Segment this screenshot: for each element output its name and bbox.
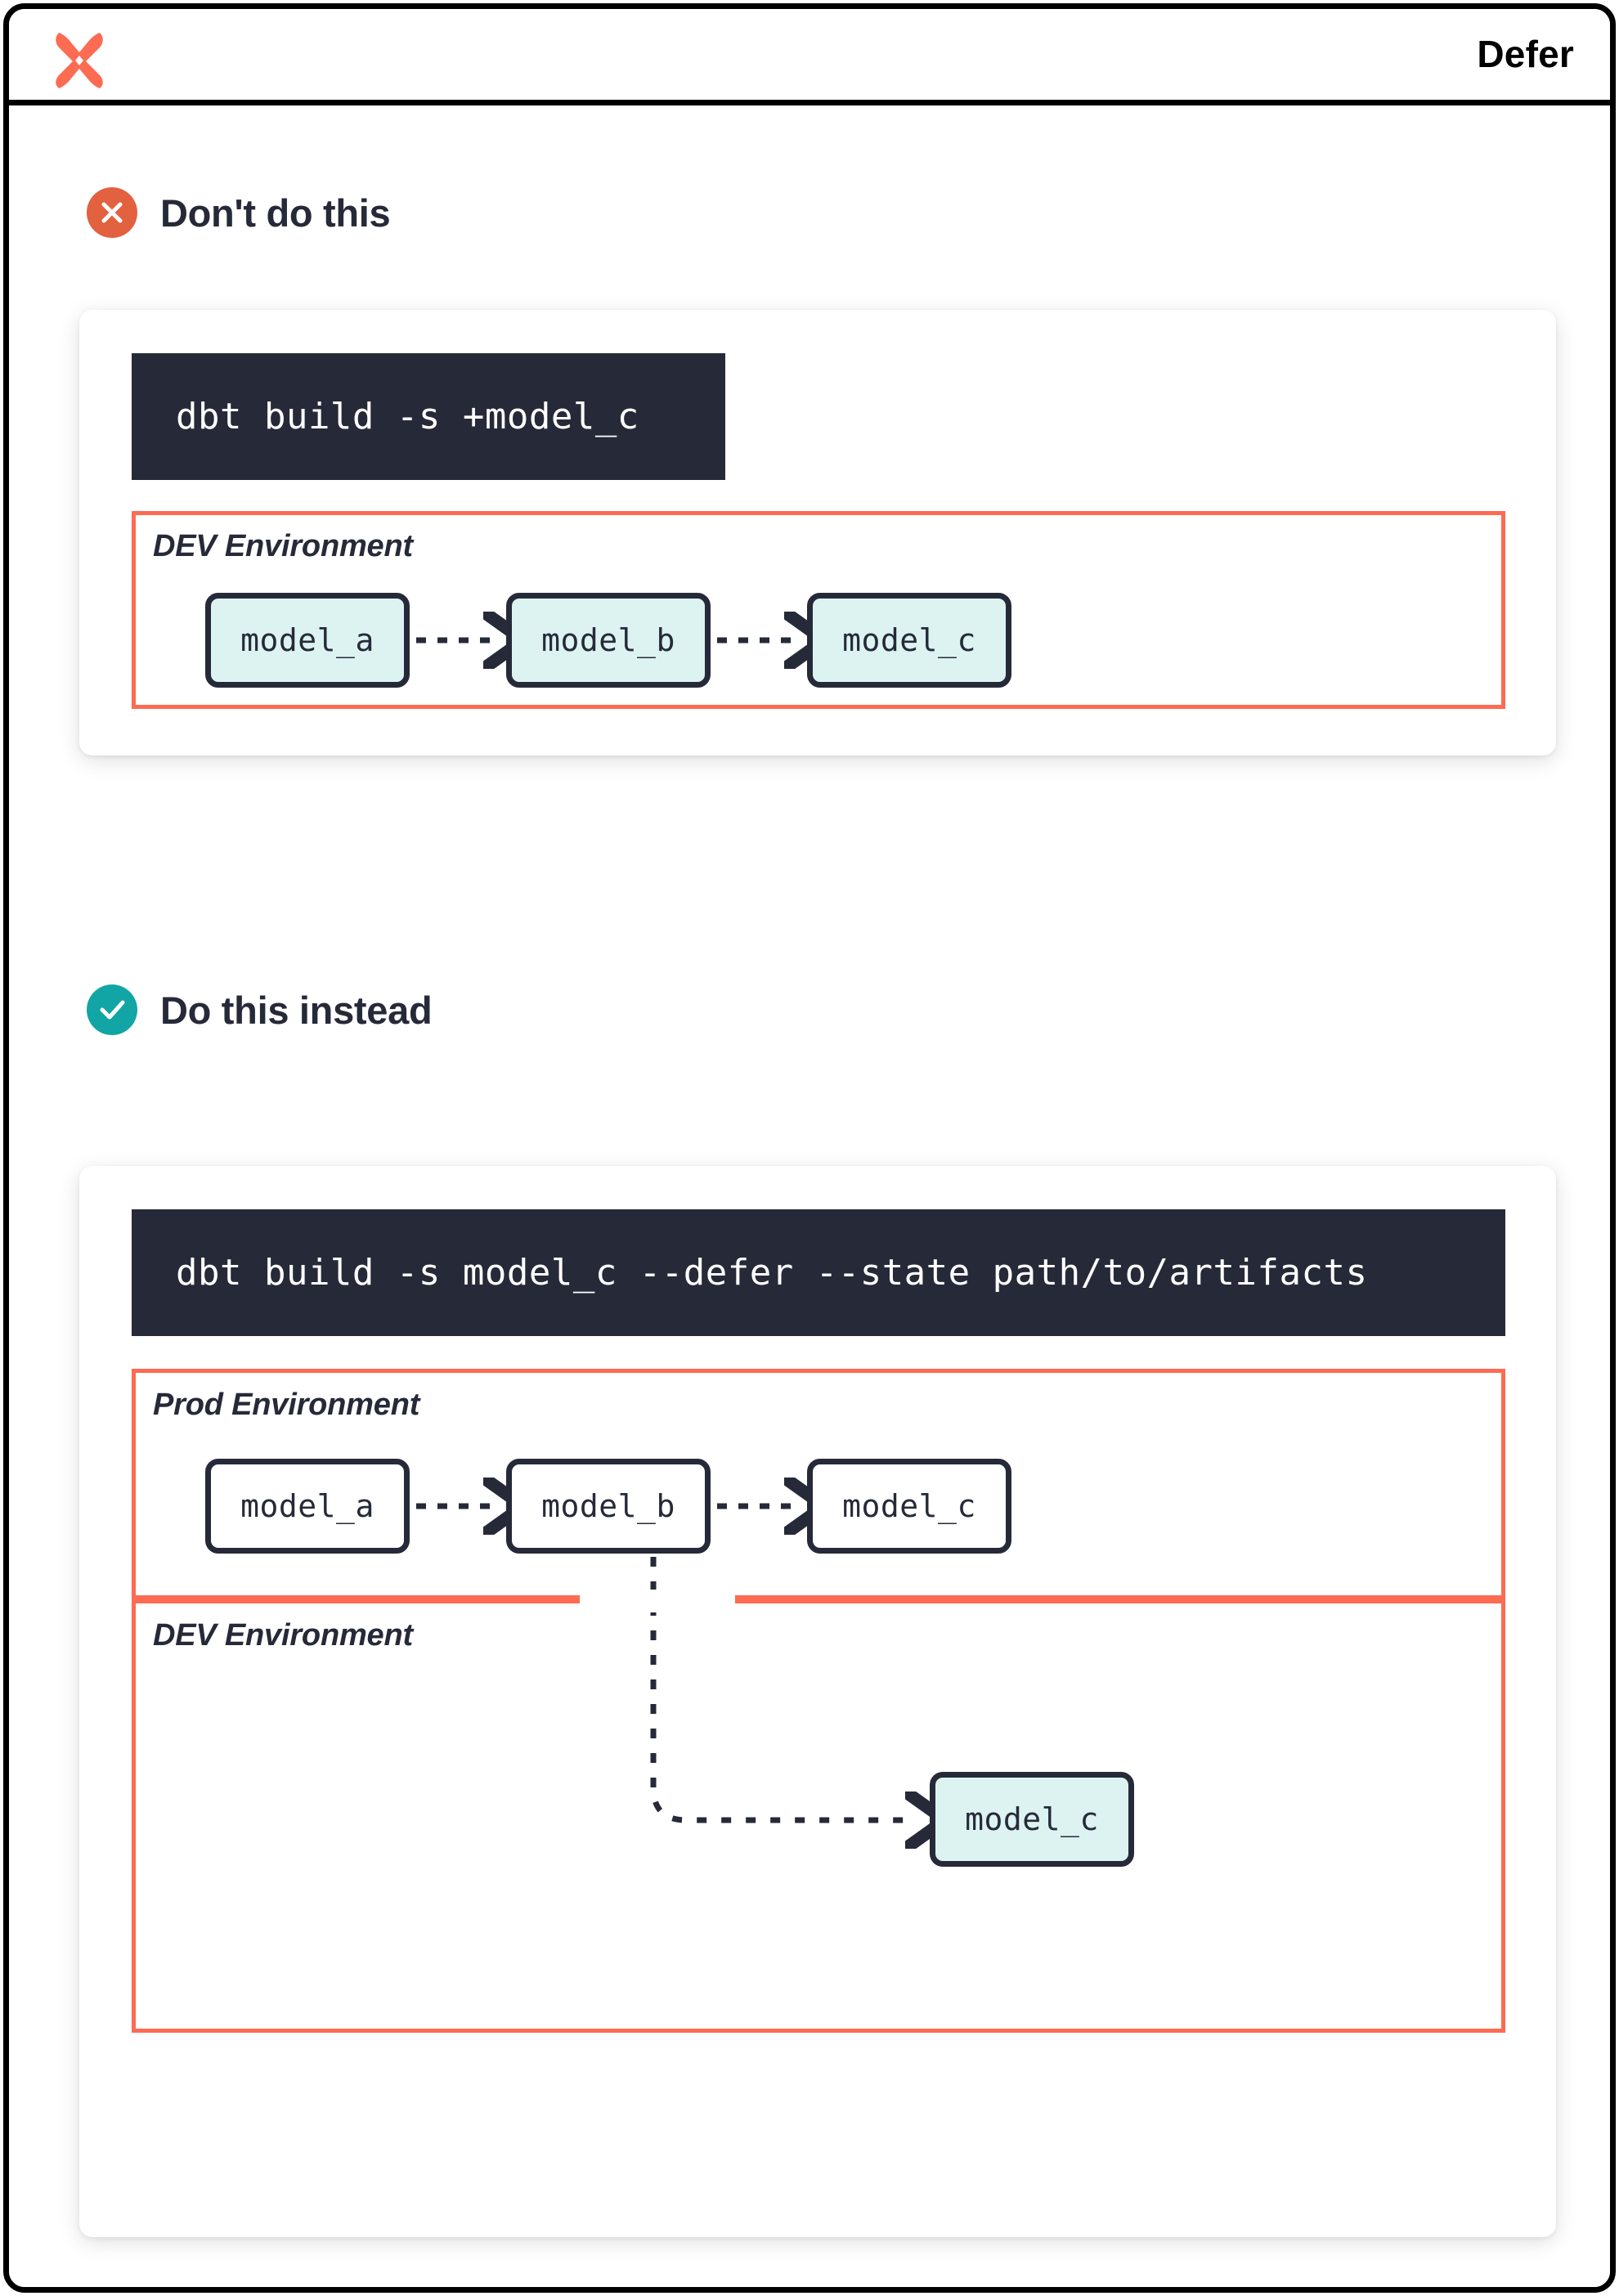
node-model-c-dev2[interactable]: model_c: [930, 1772, 1134, 1867]
x-circle-icon: [87, 187, 137, 238]
section-title-do: Do this instead: [160, 988, 433, 1032]
node-model-c-prod[interactable]: model_c: [807, 1459, 1011, 1554]
node-model-a-prod[interactable]: model_a: [205, 1459, 410, 1554]
page-body: Don't do this dbt build -s +model_c DEV …: [9, 111, 1610, 2287]
page-frame: Defer Don't do this dbt build -s +model_…: [3, 3, 1616, 2293]
node-model-a-dev1[interactable]: model_a: [205, 593, 410, 688]
card-dont: dbt build -s +model_c DEV Environment mo…: [79, 310, 1556, 756]
env-label-dev-2: DEV Environment: [153, 1618, 413, 1652]
node-model-b-dev1[interactable]: model_b: [506, 593, 711, 688]
check-circle-icon: [87, 984, 137, 1035]
section-header-dont: Don't do this: [87, 187, 391, 238]
env-label-prod: Prod Environment: [153, 1388, 420, 1422]
border-gap-mask-dev: [580, 1591, 735, 1612]
page-title: Defer: [1477, 33, 1574, 75]
code-block-dont: dbt build -s +model_c: [132, 353, 725, 480]
code-block-do: dbt build -s model_c --defer --state pat…: [132, 1209, 1505, 1336]
env-label-dev-1: DEV Environment: [153, 529, 413, 563]
env-box-dev-2: [132, 1599, 1505, 2033]
top-bar: Defer: [9, 9, 1610, 105]
card-do: dbt build -s model_c --defer --state pat…: [79, 1166, 1556, 2237]
section-header-do: Do this instead: [87, 984, 433, 1035]
env-box-dev-1: [132, 511, 1505, 709]
node-model-c-dev1[interactable]: model_c: [807, 593, 1011, 688]
section-title-dont: Don't do this: [160, 191, 391, 235]
dbt-logo-icon: [52, 29, 107, 88]
node-model-b-prod[interactable]: model_b: [506, 1459, 711, 1554]
